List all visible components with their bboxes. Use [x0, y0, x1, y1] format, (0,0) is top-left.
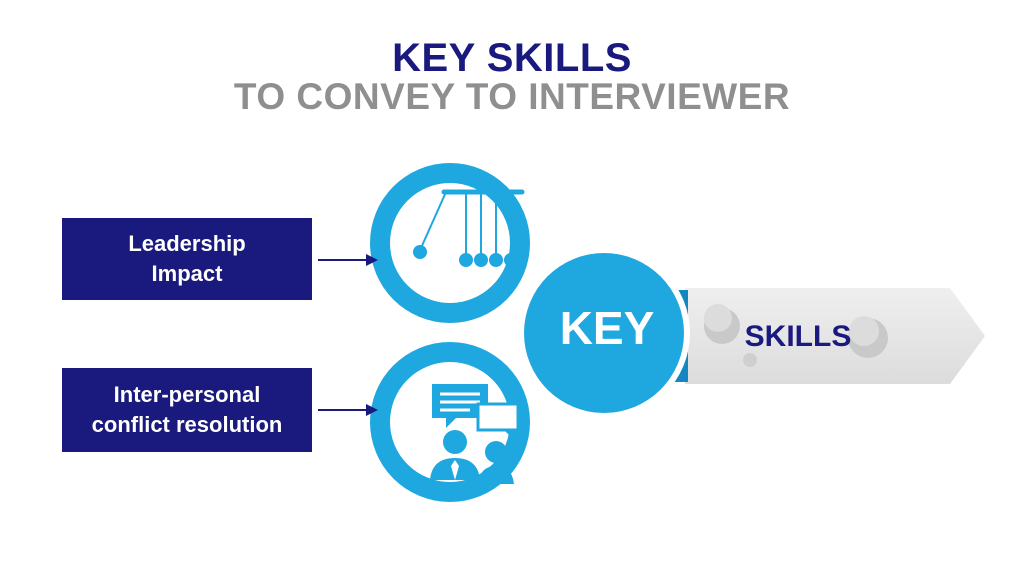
conversation-icon: [430, 384, 520, 484]
skill-box-line: Inter-personal: [113, 382, 261, 408]
newtons-cradle-icon: [413, 189, 525, 267]
skill-box-leadership: Leadership Impact: [62, 218, 312, 300]
title-subtitle: TO CONVEY TO INTERVIEWER: [233, 76, 791, 117]
key-label: KEY: [559, 302, 655, 354]
skill-box-line: Impact: [151, 261, 223, 286]
arrow-conflict: [318, 404, 378, 416]
key-blade-label: SKILLS: [744, 320, 852, 353]
skill-box-line: Leadership: [128, 231, 246, 257]
skill-box-line: conflict resolution: [91, 412, 283, 437]
skill-box-conflict-resolution: Inter-personal conflict resolution: [62, 368, 312, 452]
arrow-leadership: [318, 254, 378, 266]
title-main: KEY SKILLS: [392, 36, 632, 80]
